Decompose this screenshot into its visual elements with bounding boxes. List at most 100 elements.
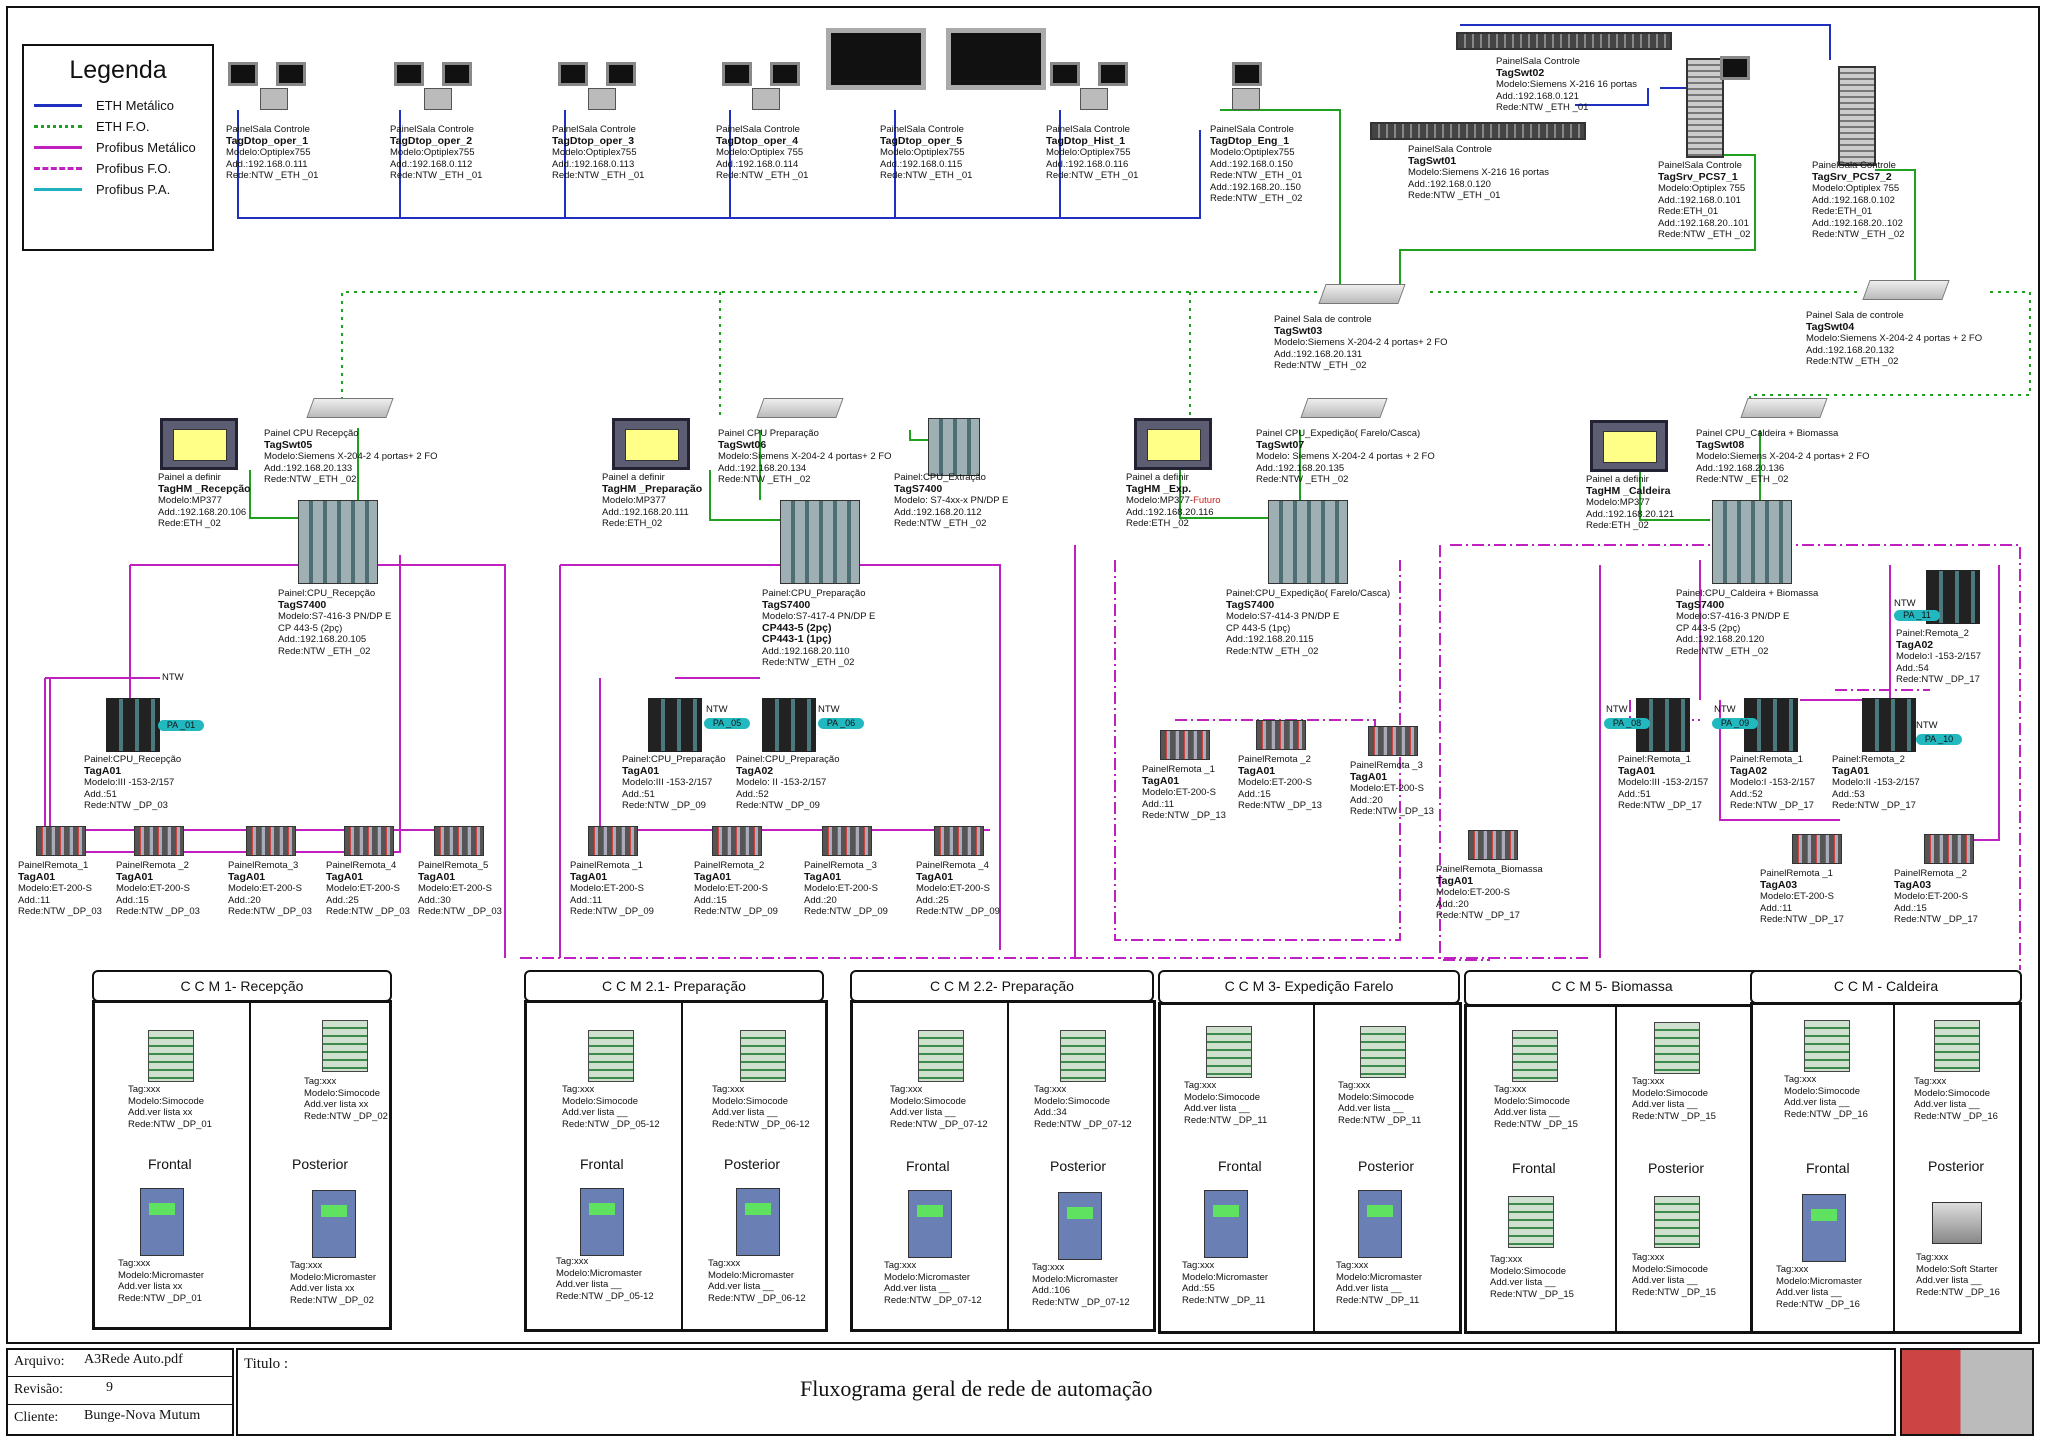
info-block — [6, 1348, 234, 1436]
pc-tower-icon — [424, 88, 452, 110]
hmi-panel-icon — [1134, 418, 1212, 470]
file-label: Arquivo: — [14, 1354, 65, 1369]
pc-tower-icon — [752, 88, 780, 110]
pc-tower-icon — [1232, 88, 1260, 110]
ccm-title: C C M 1- Recepção — [92, 970, 392, 1002]
plc-cpu-icon — [928, 418, 980, 476]
ccm-panel — [1158, 1002, 1462, 1334]
rear-label: Posterior — [292, 1156, 349, 1172]
legend-item: Profibus Metálico — [24, 137, 212, 158]
front-label: Frontal — [1218, 1158, 1262, 1174]
simocode-icon — [1512, 1030, 1558, 1082]
simocode-icon — [740, 1030, 786, 1082]
plc-cpu-icon — [1268, 500, 1348, 584]
legend-title: Legenda — [69, 56, 167, 84]
micromaster-icon — [1204, 1190, 1248, 1258]
simocode-icon — [1508, 1196, 1554, 1248]
legend-item: ETH F.O. — [24, 116, 212, 137]
ntw-label: NTW — [1916, 720, 1938, 731]
monitor-icon — [442, 62, 472, 86]
pa-badge: PA _08 — [1604, 718, 1650, 729]
ccm-title: C C M 2.1- Preparação — [524, 970, 824, 1002]
et200s-icon — [1160, 730, 1210, 760]
simocode-icon — [1804, 1020, 1850, 1072]
switch08-icon — [1740, 398, 1828, 418]
micromaster-icon — [140, 1188, 184, 1256]
pc-tower-icon — [588, 88, 616, 110]
micromaster-icon — [312, 1190, 356, 1258]
monitor-icon — [276, 62, 306, 86]
profibus-fo-swatch — [34, 167, 82, 170]
legend-item: Profibus P.A. — [24, 179, 212, 200]
hmi-panel-icon — [612, 418, 690, 470]
monitor-icon — [606, 62, 636, 86]
monitor-icon — [1050, 62, 1080, 86]
divider — [8, 1404, 232, 1405]
simocode-icon — [1654, 1196, 1700, 1248]
ntw-label: NTW — [1714, 704, 1736, 715]
monitor-icon — [770, 62, 800, 86]
ccm-title: C C M - Caldeira — [1750, 970, 2022, 1004]
monitor-icon — [228, 62, 258, 86]
et200s-icon — [934, 826, 984, 856]
title-label: Titulo : — [244, 1356, 289, 1372]
cpu-label: Painel:CPU_Expedição( Farelo/Casca)TagS7… — [1226, 588, 1391, 657]
plc-cpu-icon — [298, 500, 378, 584]
ntw-label: NTW — [706, 704, 728, 715]
ntw-label: NTW — [818, 704, 840, 715]
micromaster-icon — [908, 1190, 952, 1258]
monitor-icon — [1098, 62, 1128, 86]
title-block — [236, 1348, 1896, 1436]
et200s-icon — [1256, 720, 1306, 750]
monitor-icon — [558, 62, 588, 86]
rear-label: Posterior — [724, 1156, 781, 1172]
ccm-title: C C M 2.2- Preparação — [850, 970, 1154, 1002]
large-monitor-icon — [826, 28, 926, 90]
et200s-icon — [588, 826, 638, 856]
revision-value: 9 — [106, 1380, 113, 1395]
et200m-icon — [648, 698, 702, 752]
monitor-icon — [394, 62, 424, 86]
plc-cpu-icon — [1712, 500, 1792, 584]
monitor-icon — [1720, 56, 1750, 80]
server-icon — [1686, 58, 1724, 158]
pa-badge: PA _10 — [1916, 734, 1962, 745]
rear-label: Posterior — [1928, 1158, 1985, 1174]
front-label: Frontal — [580, 1156, 624, 1172]
company-logo-icon — [1900, 1348, 2034, 1436]
simocode-icon — [588, 1030, 634, 1082]
legend-item: Profibus F.O. — [24, 158, 212, 179]
